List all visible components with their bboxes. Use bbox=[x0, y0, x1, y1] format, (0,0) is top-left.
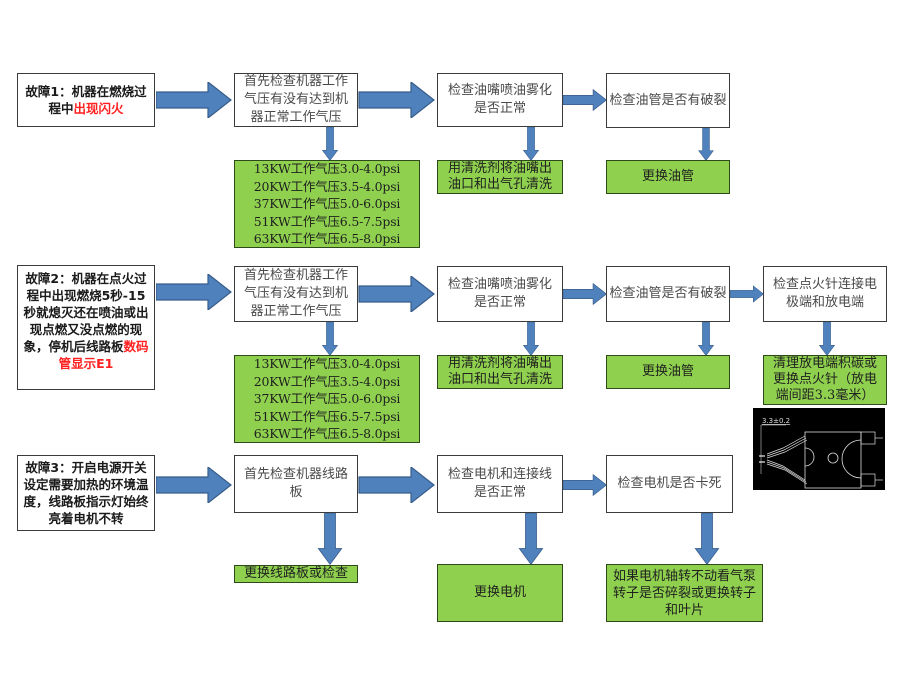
row2-step2-check: 检查油嘴喷油雾化是否正常 bbox=[437, 266, 563, 322]
pressure-line: 13KW工作气压3.0-4.0psi bbox=[253, 161, 401, 177]
dimension-label: 3.3±0.2 bbox=[762, 417, 790, 425]
row3-step1-action-text: 更换线路板或检查 bbox=[243, 566, 348, 581]
row3-step3-action: 如果电机轴转不动看气泵转子是否碎裂或更换转子和叶片 bbox=[606, 564, 763, 622]
row2-step2-action: 用清洗剂将油嘴出油口和出气孔清洗 bbox=[437, 355, 563, 389]
row2-step3-check: 检查油管是否有破裂 bbox=[606, 266, 730, 322]
arrow-right-icon bbox=[358, 276, 436, 312]
fault-3-text: 故障3：开启电源开关设定需要加热的环境温度，线路板指示灯始终亮着电机不转 bbox=[23, 460, 149, 526]
row2-step4-check-text: 检查点火针连接电极端和放电端 bbox=[772, 277, 877, 310]
row2-step4-check: 检查点火针连接电极端和放电端 bbox=[763, 266, 887, 322]
pressure-line: 37KW工作气压5.0-6.0psi bbox=[253, 196, 401, 212]
row2-step4-action-text: 清理放电端积碳或更换点火针（放电端间距3.3毫米） bbox=[772, 356, 877, 403]
pressure-line: 51KW工作气压6.5-7.5psi bbox=[253, 213, 401, 229]
row3-step1-check-text: 首先检查机器线路板 bbox=[243, 467, 348, 500]
row1-step3-action: 更换油管 bbox=[606, 160, 730, 194]
row2-step1-check: 首先检查机器工作气压有没有达到机器正常工作气压 bbox=[234, 266, 358, 322]
pressure-line: 63KW工作气压6.5-8.0psi bbox=[253, 426, 401, 442]
pressure-line: 37KW工作气压5.0-6.0psi bbox=[253, 391, 401, 407]
row1-step2-check: 检查油嘴喷油雾化是否正常 bbox=[437, 73, 563, 127]
fault-1-text: 故障1：机器在燃烧过程中 bbox=[25, 84, 147, 116]
arrow-down-icon bbox=[689, 322, 723, 356]
arrow-right-icon bbox=[358, 82, 436, 118]
arrow-down-icon bbox=[810, 322, 844, 356]
row3-step2-action: 更换电机 bbox=[437, 564, 563, 622]
row1-step1-check: 首先检查机器工作气压有没有达到机器正常工作气压 bbox=[234, 73, 358, 127]
arrow-down-icon bbox=[513, 322, 549, 356]
row3-step3-check: 检查电机是否卡死 bbox=[606, 455, 733, 513]
row1-step3-action-text: 更换油管 bbox=[641, 169, 694, 184]
row3-step1-action: 更换线路板或检查 bbox=[234, 565, 358, 583]
row1-step1-check-text: 首先检查机器工作气压有没有达到机器正常工作气压 bbox=[243, 74, 348, 125]
arrow-down-icon bbox=[312, 513, 348, 565]
row2-step3-action-text: 更换油管 bbox=[641, 364, 694, 379]
row1-step2-check-text: 检查油嘴喷油雾化是否正常 bbox=[447, 83, 552, 116]
row3-step3-check-text: 检查电机是否卡死 bbox=[617, 476, 722, 491]
arrow-right-icon bbox=[156, 467, 232, 503]
row1-step2-action: 用清洗剂将油嘴出油口和出气孔清洗 bbox=[437, 160, 563, 194]
arrow-right-icon bbox=[156, 82, 232, 118]
row1-step1-action: 13KW工作气压3.0-4.0psi 20KW工作气压3.5-4.0psi 37… bbox=[234, 160, 420, 248]
arrow-right-icon bbox=[563, 467, 607, 503]
row2-step4-action: 清理放电端积碳或更换点火针（放电端间距3.3毫米） bbox=[763, 355, 887, 405]
arrow-right-icon bbox=[730, 276, 764, 312]
ignition-electrode-drawing: 3.3±0.2 bbox=[753, 408, 885, 490]
fault-2-highlight: 数码管显示E1 bbox=[58, 339, 149, 371]
row3-step2-action-text: 更换电机 bbox=[473, 585, 526, 600]
arrow-down-icon bbox=[513, 127, 549, 161]
electrode-drawing-icon: 3.3±0.2 bbox=[759, 417, 883, 489]
row2-step3-check-text: 检查油管是否有破裂 bbox=[609, 286, 727, 301]
arrow-down-icon bbox=[690, 513, 724, 565]
row3-step2-check: 检查电机和连接线是否正常 bbox=[437, 455, 563, 513]
row1-step3-check: 检查油管是否有破裂 bbox=[606, 73, 730, 128]
arrow-down-icon bbox=[312, 127, 348, 161]
row3-step2-check-text: 检查电机和连接线是否正常 bbox=[447, 467, 552, 500]
row3-step1-check: 首先检查机器线路板 bbox=[234, 455, 358, 513]
pressure-line: 20KW工作气压3.5-4.0psi bbox=[253, 178, 401, 194]
row3-step3-action-text: 如果电机轴转不动看气泵转子是否碎裂或更换转子和叶片 bbox=[612, 568, 756, 618]
row2-step2-check-text: 检查油嘴喷油雾化是否正常 bbox=[447, 277, 552, 310]
arrow-right-icon bbox=[563, 82, 607, 118]
row2-step3-action: 更换油管 bbox=[606, 355, 730, 389]
fault-1-highlight: 出现闪火 bbox=[73, 101, 124, 116]
row1-step3-check-text: 检查油管是否有破裂 bbox=[609, 92, 727, 108]
arrow-right-icon bbox=[156, 274, 232, 310]
pressure-line: 20KW工作气压3.5-4.0psi bbox=[253, 373, 401, 389]
fault-3-box: 故障3：开启电源开关设定需要加热的环境温度，线路板指示灯始终亮着电机不转 bbox=[17, 455, 155, 531]
arrow-right-icon bbox=[563, 276, 607, 312]
row2-step2-action-text: 用清洗剂将油嘴出油口和出气孔清洗 bbox=[447, 356, 552, 387]
arrow-down-icon bbox=[312, 322, 348, 356]
arrow-down-icon bbox=[514, 513, 548, 565]
arrow-down-icon bbox=[689, 128, 723, 161]
pressure-line: 13KW工作气压3.0-4.0psi bbox=[253, 356, 401, 372]
fault-2-box: 故障2：机器在点火过程中出现燃烧5秒-15秒就熄灭还在喷油或出现点燃又没点燃的现… bbox=[17, 265, 155, 390]
arrow-right-icon bbox=[358, 467, 436, 503]
row1-step2-action-text: 用清洗剂将油嘴出油口和出气孔清洗 bbox=[447, 161, 552, 192]
row2-step1-action: 13KW工作气压3.0-4.0psi 20KW工作气压3.5-4.0psi 37… bbox=[234, 355, 420, 443]
fault-2-text: 故障2：机器在点火过程中出现燃烧5秒-15秒就熄灭还在喷油或出现点燃又没点燃的现… bbox=[23, 271, 149, 354]
pressure-line: 51KW工作气压6.5-7.5psi bbox=[253, 408, 401, 424]
fault-1-box: 故障1：机器在燃烧过程中出现闪火 bbox=[17, 73, 155, 127]
pressure-line: 63KW工作气压6.5-8.0psi bbox=[253, 231, 401, 247]
row2-step1-check-text: 首先检查机器工作气压有没有达到机器正常工作气压 bbox=[243, 268, 348, 319]
